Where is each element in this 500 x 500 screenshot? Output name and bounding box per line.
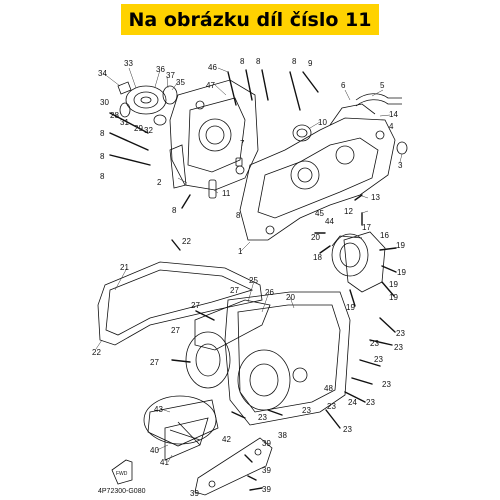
callout-39c: 39 [190, 489, 199, 498]
callout-35: 35 [176, 78, 185, 87]
callout-8d: 8 [240, 57, 245, 66]
callout-24: 24 [348, 398, 357, 407]
callout-30: 30 [100, 98, 109, 107]
callout-5: 5 [380, 81, 385, 90]
callout-23b: 23 [370, 339, 379, 348]
callout-43: 43 [154, 405, 163, 414]
callout-12: 12 [344, 207, 353, 216]
callout-23h: 23 [343, 425, 352, 434]
callout-19a: 19 [396, 241, 405, 250]
callout-1: 1 [238, 247, 243, 256]
callout-8a: 8 [100, 129, 105, 138]
callout-11: 11 [222, 189, 231, 198]
callout-13: 13 [371, 193, 380, 202]
callout-18: 18 [313, 253, 322, 262]
callout-36: 36 [156, 65, 165, 74]
callout-8h: 8 [236, 211, 241, 220]
callout-6: 6 [341, 81, 346, 90]
crankcase-cover-main [224, 291, 351, 426]
callout-32: 32 [144, 126, 153, 135]
callout-42: 42 [222, 435, 231, 444]
callout-19c: 19 [389, 280, 398, 289]
callout-14: 14 [389, 110, 398, 119]
callout-33: 33 [124, 59, 133, 68]
callout-23i: 23 [258, 413, 267, 422]
callout-23a: 23 [396, 329, 405, 338]
callout-39a: 39 [262, 439, 271, 448]
callout-3: 3 [398, 161, 403, 170]
callout-4: 4 [389, 122, 394, 131]
callout-44: 44 [325, 217, 334, 226]
bolts-set-23 [171, 232, 397, 491]
callout-23d: 23 [374, 355, 383, 364]
callout-48: 48 [324, 384, 333, 393]
callout-40: 40 [150, 446, 159, 455]
seal-3 [396, 141, 408, 155]
callout-22a: 22 [182, 237, 191, 246]
callout-9: 9 [308, 59, 313, 68]
callout-23e: 23 [382, 380, 391, 389]
callout-37: 37 [166, 71, 175, 80]
title-banner: Na obrázku díl číslo 11 [121, 4, 379, 35]
callout-27b: 27 [191, 301, 200, 310]
callout-47: 47 [206, 81, 215, 90]
callout-41: 41 [160, 458, 169, 467]
hose-part [355, 93, 402, 107]
callout-19e: 19 [346, 303, 355, 312]
callout-8b: 8 [100, 152, 105, 161]
callout-27a: 27 [230, 286, 239, 295]
callout-16: 16 [380, 231, 389, 240]
callout-38: 38 [278, 431, 287, 440]
callout-29: 29 [134, 124, 143, 133]
callout-45: 45 [315, 209, 324, 218]
callout-8e: 8 [256, 57, 261, 66]
callout-2: 2 [157, 178, 162, 187]
callout-28: 28 [110, 111, 119, 120]
callout-20b: 20 [286, 293, 295, 302]
bearing-cover-18 [331, 233, 369, 277]
callout-22b: 22 [92, 348, 101, 357]
callout-17: 17 [362, 223, 371, 232]
cover-40-43 [143, 395, 219, 461]
callout-10: 10 [318, 118, 327, 127]
crankcase-cover-gasket-21 [97, 261, 263, 346]
callout-26: 26 [265, 288, 274, 297]
callout-23c: 23 [394, 343, 403, 352]
callout-25: 25 [249, 276, 258, 285]
callout-39b: 39 [262, 466, 271, 475]
callout-7: 7 [240, 139, 245, 148]
callout-23g: 23 [327, 402, 336, 411]
callout-19d: 19 [389, 293, 398, 302]
crankcase-right-half [239, 103, 396, 241]
fwd-label: FWD [116, 471, 128, 477]
diagram-code: 4P72300-G080 [98, 488, 146, 495]
callout-34: 34 [98, 69, 107, 78]
callout-21: 21 [120, 263, 129, 272]
callout-8c: 8 [100, 172, 105, 181]
fwd-arrow-icon: FWD [111, 459, 133, 485]
leader-lines [95, 67, 403, 463]
callout-23f: 23 [366, 398, 375, 407]
callout-31: 31 [120, 118, 129, 127]
callout-8f: 8 [292, 57, 297, 66]
bearing-assembly [117, 81, 178, 126]
callout-23j: 23 [302, 406, 311, 415]
callout-8g: 8 [172, 206, 177, 215]
title-text: Na obrázku díl číslo 11 [128, 8, 372, 31]
callout-27d: 27 [150, 358, 159, 367]
bracket-39 [194, 437, 273, 496]
oil-seal-10 [292, 124, 312, 142]
callout-20: 20 [311, 233, 320, 242]
bolts-set-8 [109, 69, 363, 226]
callout-27c: 27 [171, 326, 180, 335]
dowel-pin-11 [208, 157, 243, 199]
plate-16-17 [343, 231, 386, 293]
crankcase-left-half [169, 79, 259, 191]
callout-46: 46 [208, 63, 217, 72]
gasket-25-26 [185, 299, 271, 389]
callout-19b: 19 [397, 268, 406, 277]
callout-39d: 39 [262, 485, 271, 494]
